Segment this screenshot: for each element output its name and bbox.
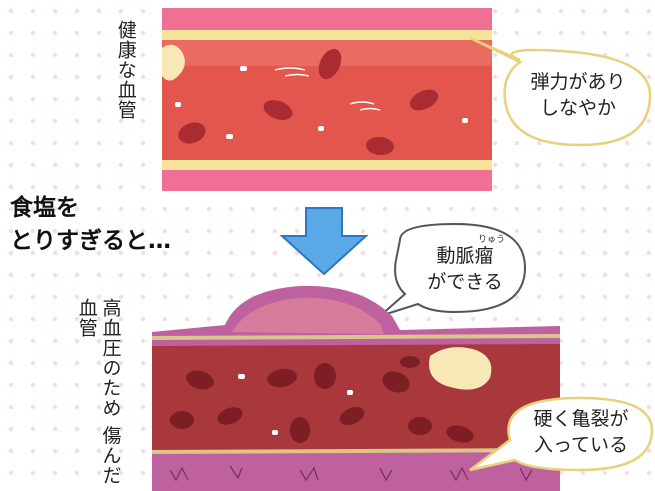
blood-cells (170, 356, 474, 443)
damaged-label-col1: 高血圧のため (99, 298, 122, 418)
healthy-vessel-illustration (162, 8, 652, 191)
aneurysm-bubble-text: 動脈瘤 ができる (405, 244, 525, 295)
plaque-blob (162, 44, 185, 81)
crack-bubble-line2: 入っている (533, 433, 629, 456)
transition-heading: 食塩を とりすぎると… (10, 192, 171, 259)
heading-line2: とりすぎると… (10, 228, 171, 255)
damaged-vessel-lumen (152, 344, 560, 452)
crack-bubble-shape (469, 396, 654, 472)
aneurysm-ruby: りゅう (478, 235, 506, 245)
damaged-vessel-label: 高血圧のため 傷んだ血管 (74, 298, 122, 491)
plaque-blob (429, 347, 492, 390)
heading-line1: 食塩を (10, 195, 79, 221)
healthy-bubble-text: 弾力があり しなやか (508, 70, 648, 121)
damaged-vessel-illustration (151, 285, 654, 491)
healthy-vessel-label: 健康な血管 (114, 20, 137, 120)
healthy-bubble-shape (469, 36, 652, 147)
wall-cracks (169, 465, 533, 482)
healthy-bubble-line2: しなやか (539, 96, 616, 119)
crack-bubble-line1: 硬く亀裂が (533, 408, 629, 430)
aneurysm-bubble-line2: ができる (427, 270, 503, 293)
crack-bubble-text: 硬く亀裂が 入っている (512, 407, 650, 458)
aneurysm-bubble-shape (379, 222, 527, 317)
down-arrow-icon (279, 207, 369, 276)
aneurysm-bubble-line1: 動脈瘤 (436, 245, 494, 267)
healthy-bubble-line1: 弾力があり (530, 71, 626, 93)
blood-cells (178, 48, 439, 156)
damaged-label-col2: 傷んだ血管 (75, 298, 122, 486)
